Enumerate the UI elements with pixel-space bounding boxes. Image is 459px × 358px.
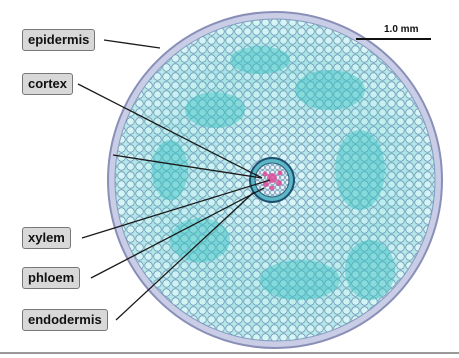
label-endodermis: endodermis: [22, 309, 108, 331]
label-cortex: cortex: [22, 73, 73, 95]
scale-bar-label: 1.0 mm: [384, 24, 418, 35]
label-epidermis: epidermis: [22, 29, 95, 51]
bottom-divider: [0, 352, 459, 354]
leader-epidermis: [104, 40, 160, 48]
label-xylem: xylem: [22, 227, 71, 249]
label-phloem: phloem: [22, 267, 80, 289]
